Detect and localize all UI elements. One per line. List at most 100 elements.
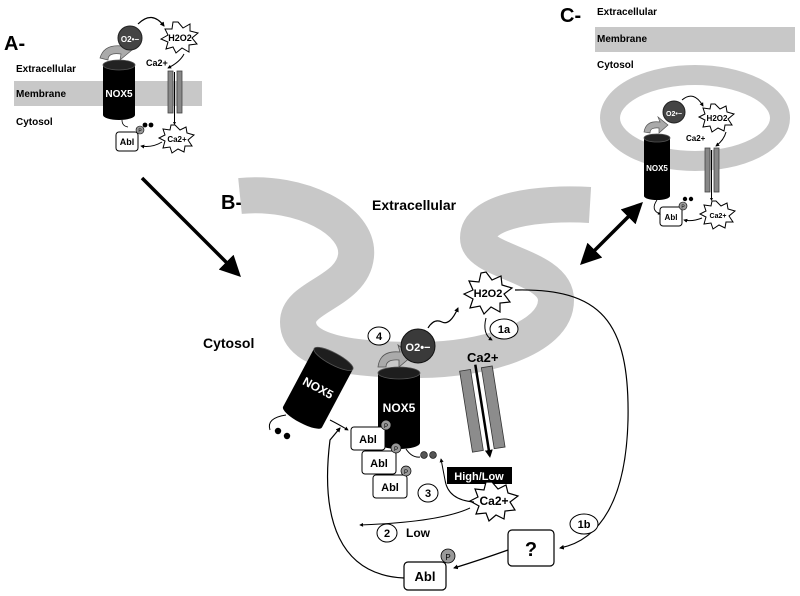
panel-a-superoxide-icon [117,25,143,51]
panel-b-low-arrow [359,507,471,527]
panel-c-nox5-label: NOX5 [646,164,668,173]
panel-b-h2o2-label: H2O2 [474,288,503,300]
panel-c-nox5-tail [653,199,661,215]
panel-a-efhand-dot-1 [142,122,148,128]
panel-c-efhand-dot-2 [688,196,694,202]
panel-b-h2o2-burst-icon [462,271,514,316]
panel-b-left-tail [268,414,287,431]
panel-a-o2-to-h2o2-arrow [137,16,165,27]
panel-b-calcium-burst-icon [468,481,520,523]
panel-b-left-efhand-dot-2 [283,432,291,440]
panel-b-step-1a-label: 1a [498,324,511,336]
panel-b-abl-label-2: Abl [370,458,388,470]
panel-c-phospho-label: P [681,205,685,211]
panel-a-nox5-label: NOX5 [105,89,133,100]
panel-b-abl-box-3 [372,474,408,499]
panel-b-phospho-icon-2 [390,442,402,454]
panel-b-abl-box-4 [403,561,447,591]
panel-b-phospho-icon-1 [380,419,392,431]
panel-b-calcium-label: Ca2+ [467,350,499,365]
panel-b-abl-label-1: Abl [359,434,377,446]
panel-b-left-efhand-dot-1 [274,427,282,435]
panel-b-high-low-arrow [439,458,475,503]
panel-b-extracellular-label: Extracellular [372,197,457,213]
panel-a: A- Extracellular Membrane Cytosol NOX5 O… [4,16,202,154]
panel-a-extracellular-label: Extracellular [16,64,76,75]
panel-b-cytosol-label: Cytosol [203,335,254,351]
panel-a-superoxide-label: O2•− [121,35,139,44]
panel-c-calcium-burst-label: Ca2+ [710,213,727,220]
panel-b-calcium-burst-label: Ca2+ [479,494,508,508]
panel-b-step-1b-badge [569,513,599,535]
panel-a-h2o2-burst-icon [159,21,200,54]
panel-b-phospho-icon-3 [400,465,412,477]
panel-b-nox5-left-icon: NOX5 [282,346,354,429]
panel-b-abl-box-1 [350,426,386,451]
panel-b-channel-left [459,368,484,453]
panel-c-h2o2-to-channel-arrow [715,131,727,147]
panel-c-superoxide-icon [662,100,686,124]
panel-c-channel-left [704,147,711,193]
panel-c-h2o2-burst-icon [697,103,736,133]
panel-a-nox5-tail [121,119,129,128]
panel-b-step-3-label: 3 [425,488,431,500]
panel-c-membrane-band [595,27,795,52]
panel-c-cytosol-label: Cytosol [597,60,634,71]
panel-b-left-nox5-to-abl-arrow [329,419,349,431]
panel-c-vesicle-ring [600,65,790,171]
panel-b-superoxide-label: O2•− [406,342,431,354]
panel-c-o2-to-h2o2-arrow [681,95,704,107]
panel-c-superoxide-label: O2•− [666,111,682,118]
panel-b-phospho-label-1: P [384,424,388,430]
panel-b-channel-right [480,365,506,450]
panel-c-label: C- [560,5,581,27]
panel-b-nox5-main-label: NOX5 [383,401,416,415]
panel-b-step-4-label: 4 [376,331,383,343]
panel-c-abl-box [659,206,683,227]
panel-c-curved-arrow-icon [643,115,669,134]
panel-b-phospho-label-4: P [445,553,450,562]
arrow-b-to-c [580,202,643,265]
panel-c-channel-right [713,147,720,193]
panel-b-calcium-influx-arrow [474,364,493,458]
panel-a-phospho-icon [135,125,145,135]
panel-b-superoxide-icon [400,328,436,364]
panel-a-abl-box [115,131,139,152]
panel-c-calcium-burst-icon [698,200,737,230]
panel-a-channel-left [167,70,174,114]
panel-b-h2o2-to-ca-arrow [484,317,493,341]
panel-b-phospho-label-2: P [394,447,398,453]
panel-a-label: A- [4,33,25,55]
panel-a-channel-right [176,70,183,114]
panel-c-efhand-dot-1 [682,196,688,202]
panel-c-abl-label: Abl [665,213,678,222]
panel-b-abl-box-2 [361,450,397,475]
panel-a-h2o2-label: H2O2 [168,33,192,43]
panel-c: C- Extracellular Membrane Cytosol NOX5 O… [560,5,795,230]
panel-c-phospho-icon [678,201,688,211]
panel-b-step-3-badge [417,483,439,503]
panel-c-membrane-label: Membrane [597,34,647,45]
panel-b-abl-feedback-arrow [327,427,405,579]
panel-b-unknown-to-abl-arrow [453,549,509,570]
panel-c-nox5-icon [643,133,671,200]
panel-a-calcium-label: Ca2+ [146,58,168,68]
panel-a-phospho-label: P [138,129,142,135]
panel-b-abl-label-3: Abl [381,482,399,494]
panel-b-main-efhand-dot-2 [429,451,437,459]
panel-b-step-2-badge [376,523,398,543]
panel-a-cytosol-label: Cytosol [16,117,53,128]
panel-b-o2-to-h2o2-arrow [427,307,459,329]
panel-a-h2o2-to-channel-arrow [167,53,185,69]
panel-a-abl-label: Abl [120,137,135,147]
panel-b-unknown-box [507,529,555,567]
panel-a-efhand-dot-2 [148,122,154,128]
panel-b-high-low-label: High/Low [454,471,504,483]
panel-b-step-1b-label: 1b [578,519,591,531]
panel-c-h2o2-label: H2O2 [707,114,728,123]
panel-a-membrane-label: Membrane [16,89,66,100]
panel-a-calcium-burst-label: Ca2+ [167,135,187,144]
panel-b-abl-label-4: Abl [415,569,436,584]
panel-b-calcium-channel [459,364,506,458]
